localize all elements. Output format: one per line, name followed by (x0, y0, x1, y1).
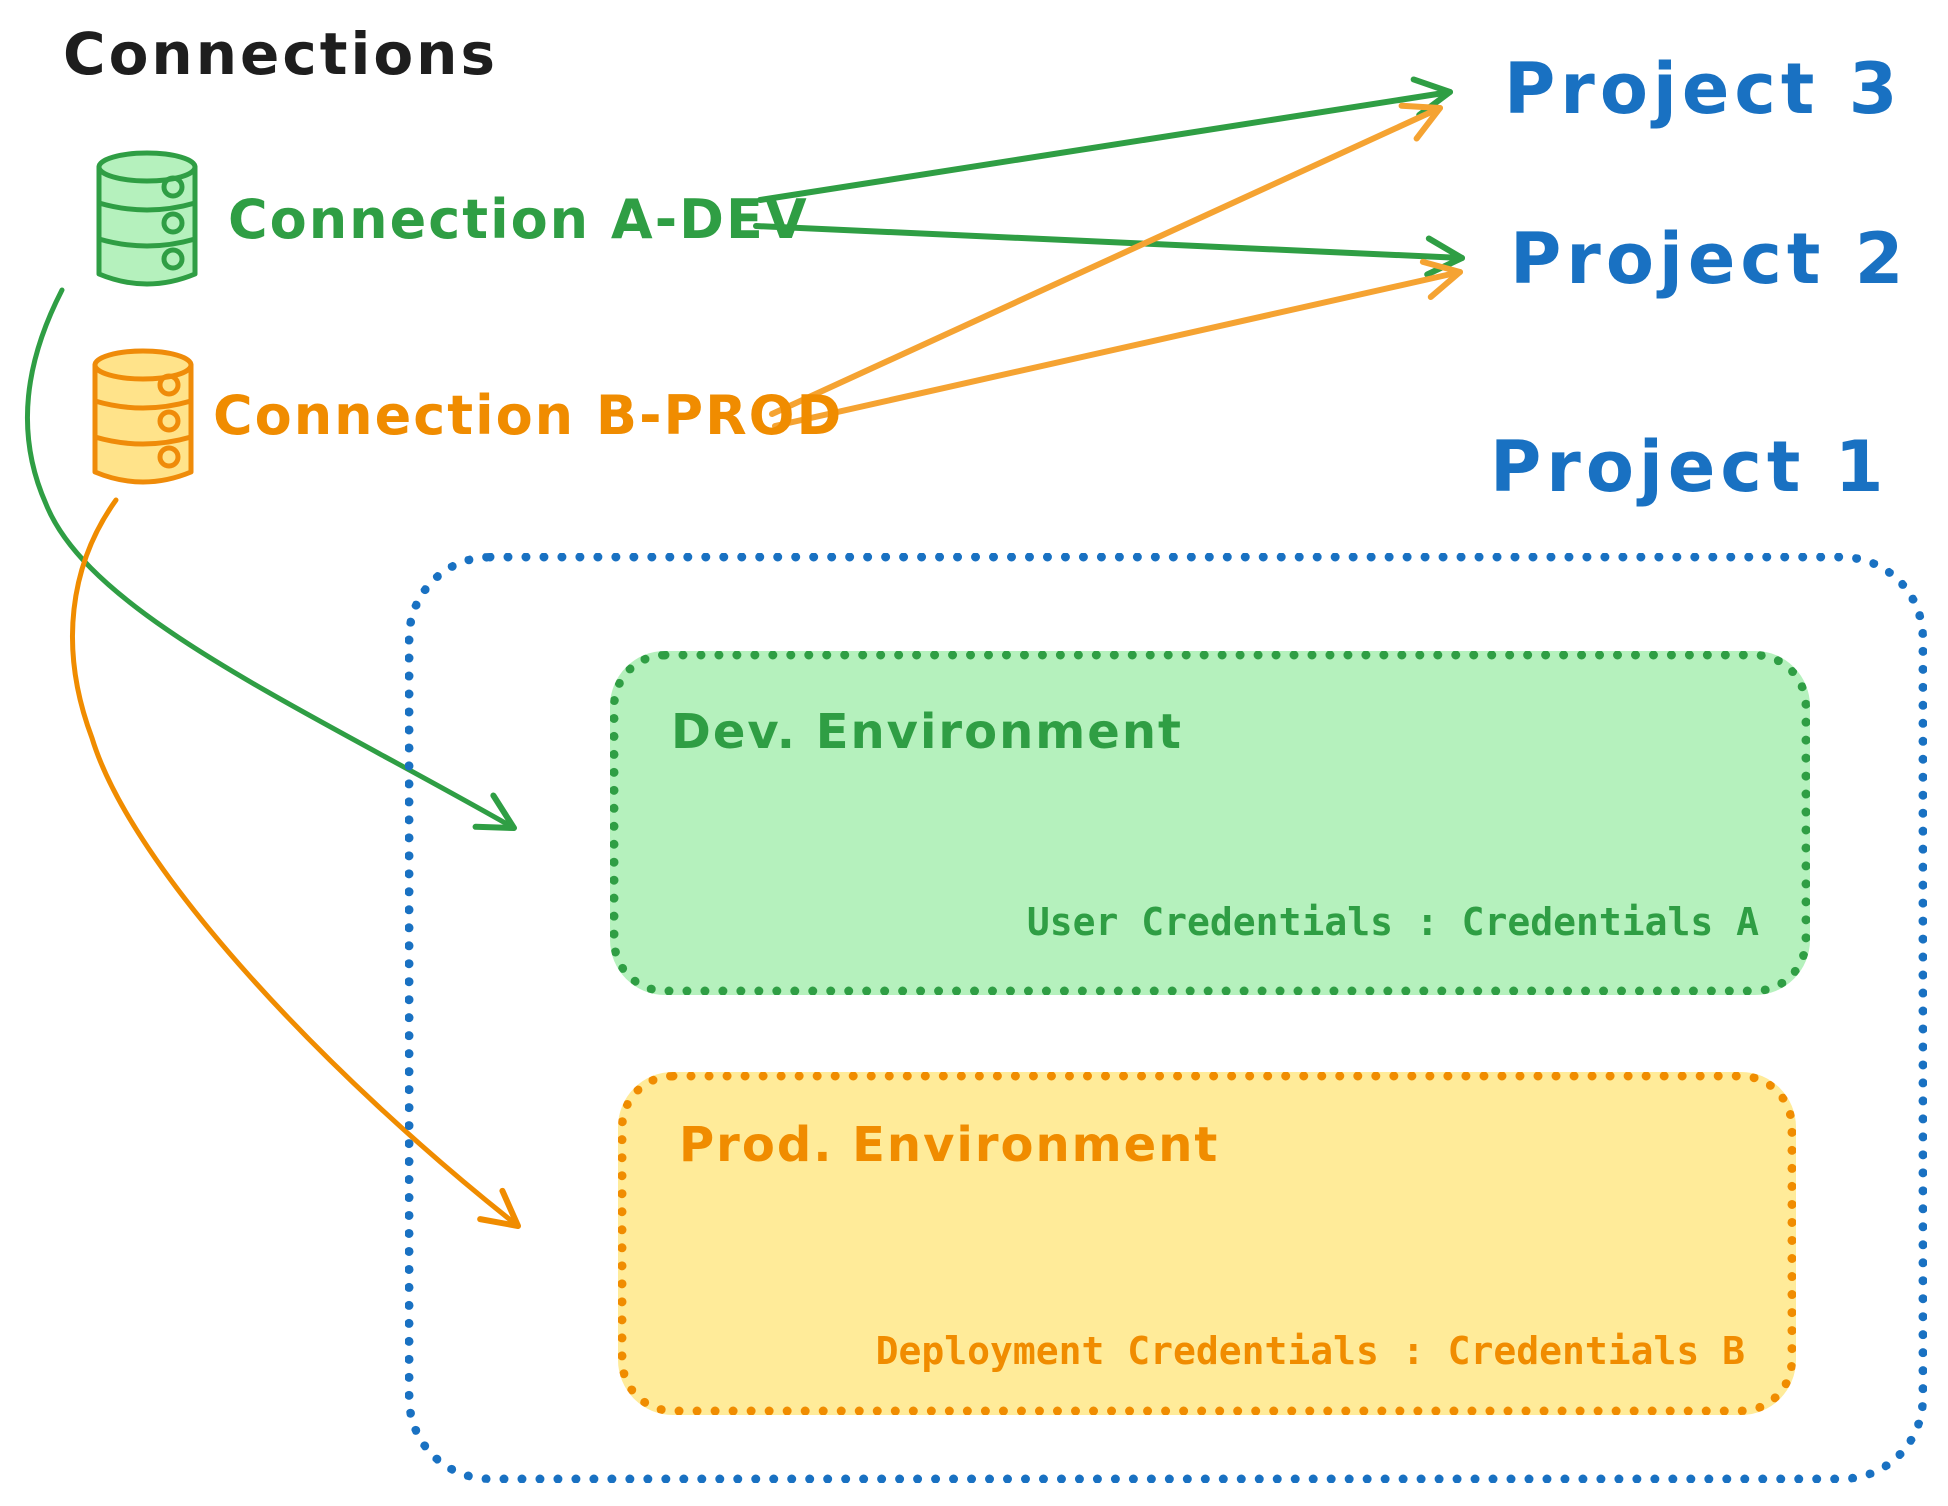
dev-environment-box[interactable]: Dev. Environment User Credentials : Cred… (610, 651, 1810, 995)
project-2-label[interactable]: Project 2 (1510, 218, 1909, 300)
arrow-b-prod-to-project-3[interactable] (769, 102, 1443, 417)
project-1-label[interactable]: Project 1 (1490, 426, 1889, 508)
dev-environment-title: Dev. Environment (671, 704, 1183, 760)
prod-environment-title: Prod. Environment (679, 1117, 1220, 1173)
arrow-a-dev-to-project-2[interactable] (753, 223, 1465, 278)
project-1-container-box[interactable]: Dev. Environment User Credentials : Cred… (405, 553, 1927, 1483)
database-icon-b-prod[interactable] (88, 344, 198, 498)
database-icon-a-dev[interactable] (92, 146, 202, 300)
dev-credentials-text: User Credentials : Credentials A (1026, 900, 1759, 944)
connection-b-prod-label[interactable]: Connection B-PROD (213, 384, 844, 447)
database-icon (92, 348, 194, 485)
database-icon (96, 150, 198, 287)
arrow-a-dev-to-project-3[interactable] (757, 76, 1453, 203)
prod-environment-box[interactable]: Prod. Environment Deployment Credentials… (618, 1072, 1796, 1415)
prod-credentials-text: Deployment Credentials : Credentials B (875, 1329, 1745, 1373)
arrow-b-prod-to-project-2[interactable] (772, 258, 1463, 429)
project-3-label[interactable]: Project 3 (1504, 48, 1903, 130)
connections-title[interactable]: Connections (63, 20, 498, 88)
connection-a-dev-label[interactable]: Connection A-DEV (228, 188, 809, 251)
